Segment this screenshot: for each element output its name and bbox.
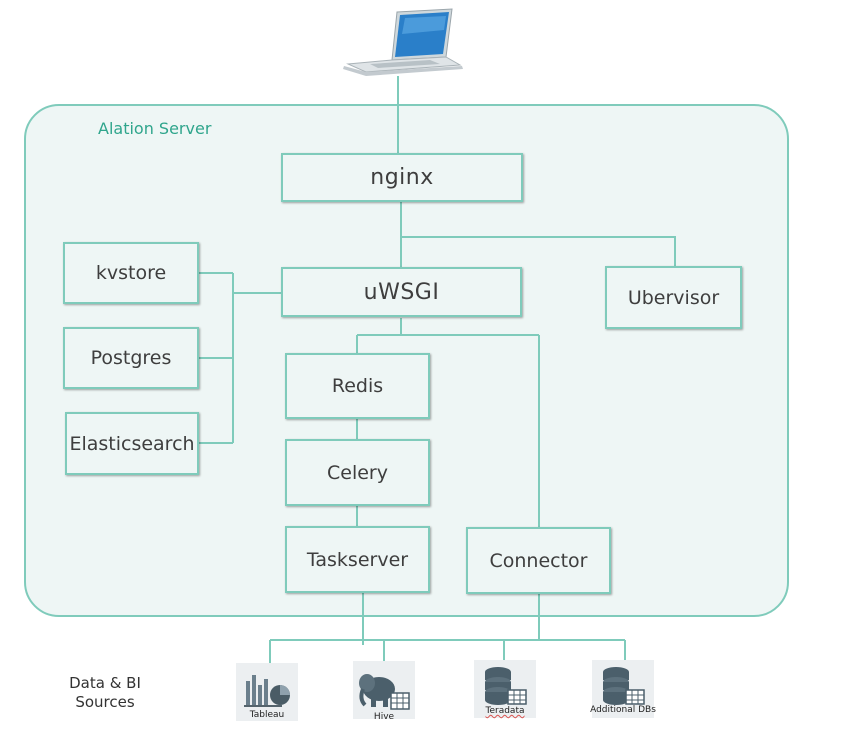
tableau-caption: Tableau bbox=[249, 710, 285, 720]
taskserver-box: Taskserver bbox=[285, 526, 430, 593]
postgres-box: Postgres bbox=[63, 327, 199, 389]
hive-caption: Hive bbox=[373, 712, 395, 722]
hive-source bbox=[353, 661, 415, 719]
tableau-source bbox=[236, 663, 298, 721]
elasticsearch-box: Elasticsearch bbox=[65, 412, 199, 475]
teradata-caption: Teradata bbox=[485, 706, 525, 716]
database-stack-icon bbox=[485, 667, 527, 705]
data-bi-sources-label: Data & BI Sources bbox=[69, 674, 141, 711]
ubervisor-box: Ubervisor bbox=[605, 266, 742, 329]
laptop-icon bbox=[343, 8, 463, 76]
alation-server-label: Alation Server bbox=[98, 119, 212, 138]
database-stack-icon bbox=[603, 667, 645, 705]
uwsgi-box: uWSGI bbox=[281, 267, 522, 317]
additional-dbs-source bbox=[592, 660, 654, 718]
connector-box: Connector bbox=[466, 527, 611, 594]
hive-elephant-icon bbox=[359, 674, 410, 710]
connection-lines bbox=[198, 76, 676, 663]
additional-dbs-caption: Additional DBs bbox=[590, 705, 656, 715]
celery-box: Celery bbox=[285, 439, 430, 506]
teradata-source bbox=[474, 660, 536, 718]
tableau-chart-icon bbox=[244, 675, 290, 707]
nginx-box: nginx bbox=[281, 153, 523, 202]
redis-box: Redis bbox=[285, 353, 430, 419]
kvstore-box: kvstore bbox=[63, 242, 199, 304]
